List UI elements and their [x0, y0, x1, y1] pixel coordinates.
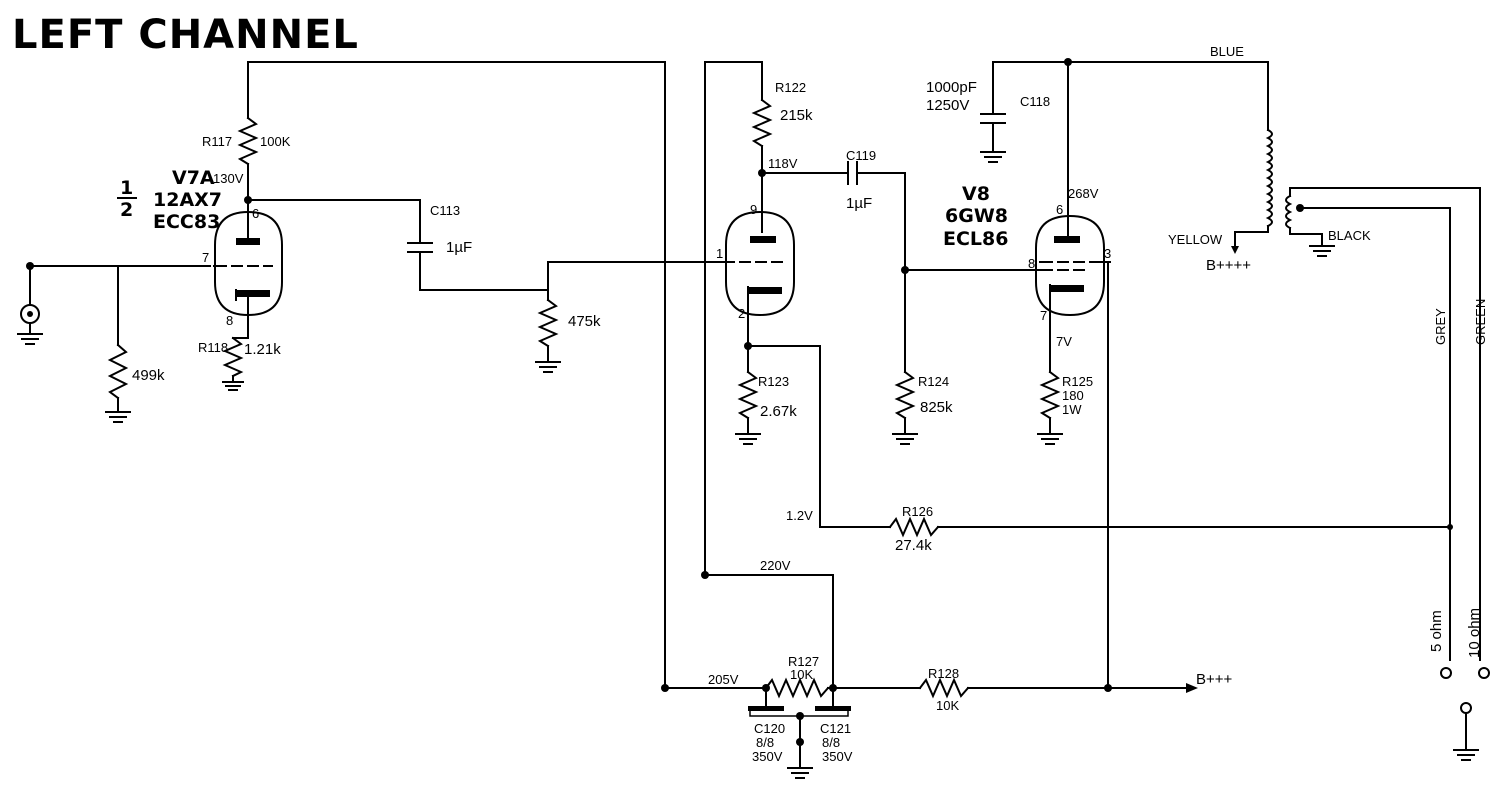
r126-ref: R126: [902, 504, 933, 519]
tube-v8-name: V8: [962, 183, 990, 205]
c113-ref: C113: [430, 203, 460, 218]
r124-value: 825k: [920, 399, 953, 416]
resistor-r117: [237, 116, 259, 166]
tube-v7a-type: 12AX7: [153, 189, 222, 211]
capacitor-c118: [980, 113, 1006, 163]
schematic-title: LEFT CHANNEL: [12, 12, 359, 58]
fraction-denominator: 2: [120, 199, 133, 221]
transformer-grey: GREY: [1433, 308, 1448, 345]
c120-value1: 8/8: [756, 735, 774, 750]
supply-205v: 205V: [708, 672, 739, 687]
pin-label: 8: [1028, 256, 1035, 271]
c118-value2: 1250V: [926, 97, 969, 114]
r-in-value: 499k: [132, 367, 165, 384]
capacitor-c113: [407, 242, 433, 253]
tube-v8-type-alt: ECL86: [943, 228, 1008, 250]
speaker-terminals: [1440, 667, 1490, 761]
c113-value: 1µF: [446, 239, 472, 256]
r125-value2: 1W: [1062, 402, 1082, 417]
transformer-secondary: [1285, 187, 1481, 661]
transformer-black: BLACK: [1328, 228, 1371, 243]
resistor-r122: [751, 98, 773, 148]
capacitor-c119: [847, 161, 858, 185]
stage2-cathode-voltage: 1.2V: [786, 508, 813, 523]
input-jack: [17, 265, 43, 345]
tube-v8-type: 6GW8: [945, 205, 1008, 227]
resistor-r123: [735, 370, 761, 445]
resistor-r124: [892, 370, 918, 445]
b-plus-arrow: [1186, 683, 1198, 693]
tube-stage2: [719, 210, 795, 317]
c119-ref: C119: [846, 148, 876, 163]
transformer-primary: [1265, 128, 1273, 228]
c121-value1: 8/8: [822, 735, 840, 750]
transformer-green: GREEN: [1473, 299, 1488, 345]
pin-label: 8: [226, 313, 233, 328]
c119-value: 1µF: [846, 195, 872, 212]
tube-v7a: [213, 210, 283, 317]
r128-ref: R128: [928, 666, 959, 681]
v8-cathode-voltage: 7V: [1056, 334, 1072, 349]
r125-ref: R125: [1062, 374, 1093, 389]
r124-ref: R124: [918, 374, 949, 389]
r126-value: 27.4k: [895, 537, 932, 554]
r122-ref: R122: [775, 80, 806, 95]
tube-v7a-name: V7A: [172, 167, 215, 189]
stage2-plate-voltage: 118V: [768, 156, 798, 171]
v8-plate-voltage: 268V: [1068, 186, 1099, 201]
transformer-yellow: YELLOW: [1168, 232, 1223, 247]
transformer-blue: BLUE: [1210, 44, 1244, 59]
r118-ref: R118: [198, 340, 228, 355]
r117-value: 100K: [260, 134, 291, 149]
v7a-plate-voltage: 130V: [213, 171, 244, 186]
c121-value2: 350V: [822, 749, 853, 764]
tap-10-ohm: 10 ohm: [1466, 608, 1483, 658]
fraction-numerator: 1: [120, 177, 133, 199]
pin-label: 2: [738, 306, 745, 321]
resistor-475k: [535, 298, 561, 373]
r123-ref: R123: [758, 374, 789, 389]
c118-ref: C118: [1020, 94, 1050, 109]
r127-ref: R127: [788, 654, 819, 669]
r123-value: 2.67k: [760, 403, 797, 420]
pin-label: 3: [1104, 246, 1111, 261]
pin-label: 6: [252, 206, 259, 221]
resistor-r126: [888, 516, 940, 538]
resistor-499k: [105, 343, 131, 423]
supply-bppp: B+++: [1196, 671, 1233, 688]
tube-v7a-type-alt: ECC83: [153, 211, 220, 233]
r-grid2-value: 475k: [568, 313, 601, 330]
tube-v8: [1035, 214, 1105, 317]
c120-value2: 350V: [752, 749, 783, 764]
capacitor-c120-c121: [748, 706, 851, 779]
c120-ref: C120: [754, 721, 785, 736]
pin-label: 7: [1040, 308, 1047, 323]
resistor-r125: [1037, 370, 1063, 445]
pin-label: 6: [1056, 202, 1063, 217]
pin-label: 7: [202, 250, 209, 265]
r127-value: 10K: [790, 667, 813, 682]
tap-5-ohm: 5 ohm: [1428, 610, 1445, 652]
r125-value1: 180: [1062, 388, 1084, 403]
r122-value: 215k: [780, 107, 813, 124]
c118-value1: 1000pF: [926, 79, 977, 96]
r128-value: 10K: [936, 698, 959, 713]
pin-label: 1: [716, 246, 723, 261]
supply-220v: 220V: [760, 558, 791, 573]
resistor-r118: [222, 336, 244, 391]
resistor-r128: [918, 677, 970, 699]
r118-value: 1.21k: [244, 341, 281, 358]
resistor-r127: [764, 677, 830, 699]
c121-ref: C121: [820, 721, 851, 736]
r117-ref: R117: [202, 134, 232, 149]
pin-label: 9: [750, 202, 757, 217]
supply-bpppp: B++++: [1206, 257, 1251, 274]
